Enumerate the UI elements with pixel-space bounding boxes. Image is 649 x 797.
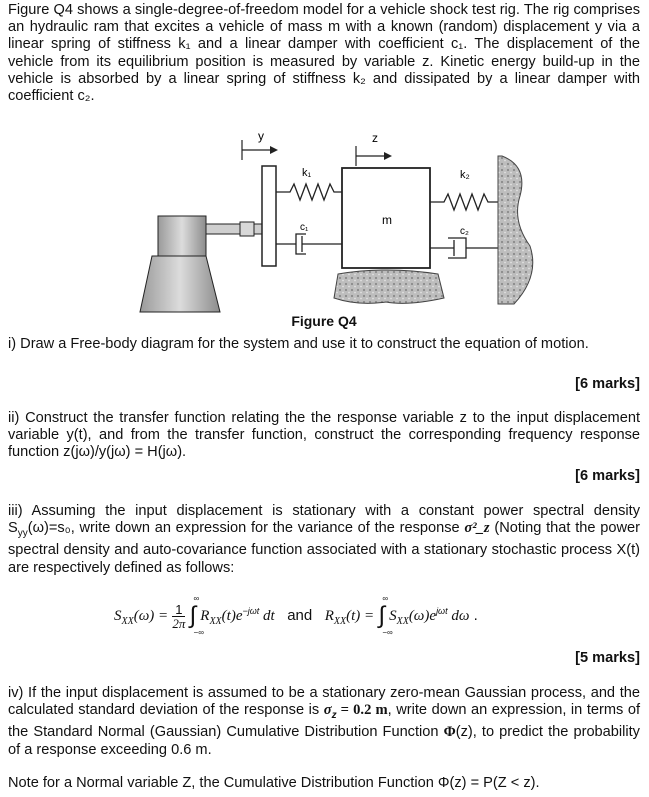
label-y: y: [258, 129, 264, 143]
ground-support: [333, 269, 445, 304]
label-m: m: [382, 213, 392, 227]
label-z: z: [372, 131, 378, 145]
intro-paragraph: Figure Q4 shows a single-degree-of-freed…: [8, 2, 640, 105]
variance-symbol: σ²_z: [464, 520, 490, 537]
spring-k2: [430, 192, 502, 212]
question-4: iv) If the input displacement is assumed…: [8, 685, 641, 758]
integral-sign-2: ∫∞−∞: [378, 594, 393, 637]
z-arrow: [355, 146, 392, 166]
mass-block: [341, 167, 431, 269]
y-arrow: [241, 140, 278, 160]
ram-base: [139, 215, 263, 313]
spring-k1: [276, 182, 342, 202]
ram-plate: [261, 165, 277, 267]
label-c1: c₁: [300, 222, 309, 233]
label-k2: k₂: [460, 169, 470, 181]
question-1: i) Draw a Free-body diagram for the syst…: [8, 336, 589, 352]
damper-c1: [276, 233, 342, 255]
q2-marks: [6 marks]: [575, 468, 640, 484]
note-line: Note for a Normal variable Z, the Cumula…: [8, 775, 540, 791]
q3-marks: [5 marks]: [575, 650, 640, 666]
figure-caption: Figure Q4: [291, 313, 357, 329]
shock-rig-diagram: y z k₁ c₁ m: [139, 129, 534, 313]
figure-q4: y z k₁ c₁ m: [8, 126, 640, 314]
label-k1: k₁: [302, 167, 312, 179]
q1-marks: [6 marks]: [575, 376, 640, 392]
integral-sign-1: ∫∞−∞: [189, 594, 204, 637]
right-wall: [497, 155, 534, 305]
label-c2: c₂: [460, 226, 469, 237]
question-3: iii) Assuming the input displacement is …: [8, 503, 640, 576]
damper-c2: [430, 237, 502, 259]
question-2: ii) Construct the transfer function rela…: [8, 410, 640, 461]
